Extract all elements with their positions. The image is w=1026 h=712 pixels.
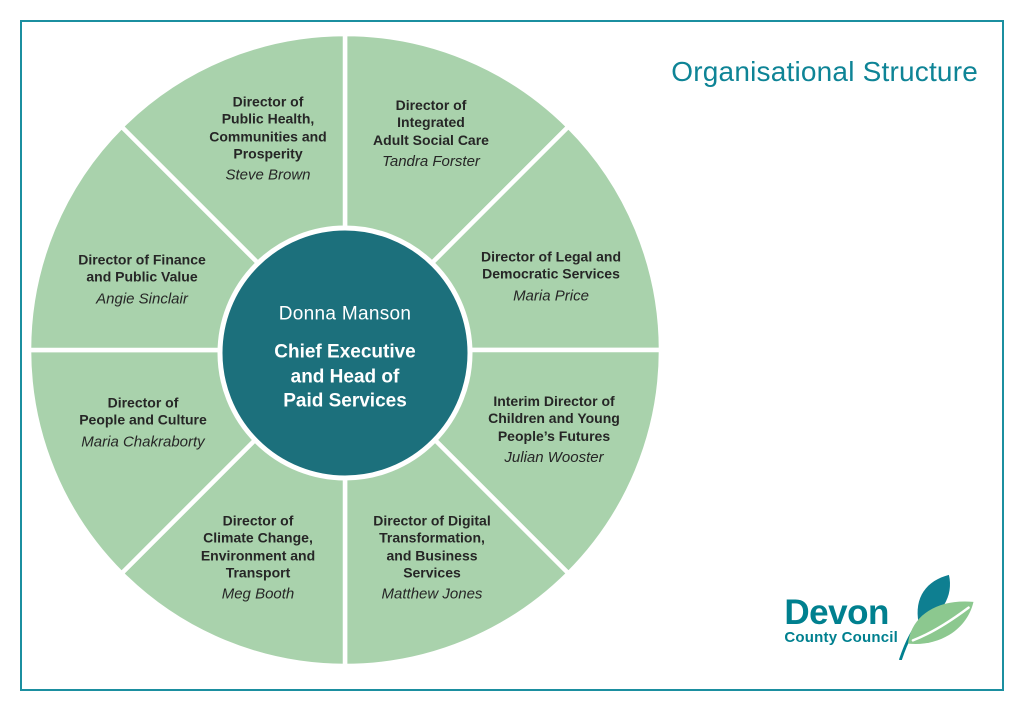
leaf-icon	[899, 574, 974, 660]
segment-title: Director of Finance and Public Value	[78, 251, 206, 285]
segment-title: Director of Integrated Adult Social Care	[373, 96, 489, 148]
segment-person: Maria Price	[513, 287, 589, 305]
segment-title: Director of Climate Change, Environment …	[200, 512, 316, 581]
segment-title: Director of People and Culture	[79, 394, 207, 428]
center-circle	[217, 225, 473, 481]
segment-title: Director of Digital Transformation, and …	[373, 512, 491, 581]
org-structure-wheel: Director of Integrated Adult Social Care…	[26, 31, 664, 669]
segment-public-health-communities-prosperity: Director of Public Health, Communities a…	[162, 93, 374, 184]
segment-children-young-peoples-futures: Interim Director of Children and Young P…	[448, 393, 660, 467]
segment-person: Julian Wooster	[504, 449, 604, 467]
segment-person: Matthew Jones	[381, 585, 483, 603]
chief-executive-name: Donna Manson	[278, 303, 412, 325]
segment-person: Steve Brown	[225, 166, 311, 184]
logo-name: Devon	[784, 592, 889, 632]
segment-digital-transformation: Director of Digital Transformation, and …	[326, 512, 538, 603]
segment-person: Meg Booth	[221, 585, 295, 603]
chief-executive-label: Donna Manson Chief Executive and Head of…	[235, 303, 455, 414]
devon-county-council-logo: Devon County Council	[784, 574, 976, 660]
org-wheel-graphic	[26, 31, 664, 669]
segment-title: Director of Public Health, Communities a…	[209, 93, 327, 162]
logo-text: Devon County Council	[784, 592, 898, 660]
segment-legal-democratic-services: Director of Legal and Democratic Service…	[445, 249, 657, 306]
logo-subtitle: County Council	[784, 629, 898, 646]
segment-title: Interim Director of Children and Young P…	[488, 392, 620, 444]
segment-people-and-culture: Director of People and Culture Maria Cha…	[37, 395, 249, 452]
segment-person: Angie Sinclair	[96, 290, 188, 308]
segment-person: Maria Chakraborty	[81, 433, 205, 451]
segment-integrated-adult-social-care: Director of Integrated Adult Social Care…	[325, 97, 537, 171]
page-title: Organisational Structure	[671, 56, 978, 87]
segment-title: Director of Legal and Democratic Service…	[480, 248, 622, 282]
segment-person: Tandra Forster	[382, 153, 480, 171]
segment-climate-change-environment-transport: Director of Climate Change, Environment …	[152, 512, 364, 603]
segment-finance-and-public-value: Director of Finance and Public Value Ang…	[36, 252, 248, 309]
chief-executive-role: Chief Executive and Head of Paid Service…	[274, 341, 416, 412]
